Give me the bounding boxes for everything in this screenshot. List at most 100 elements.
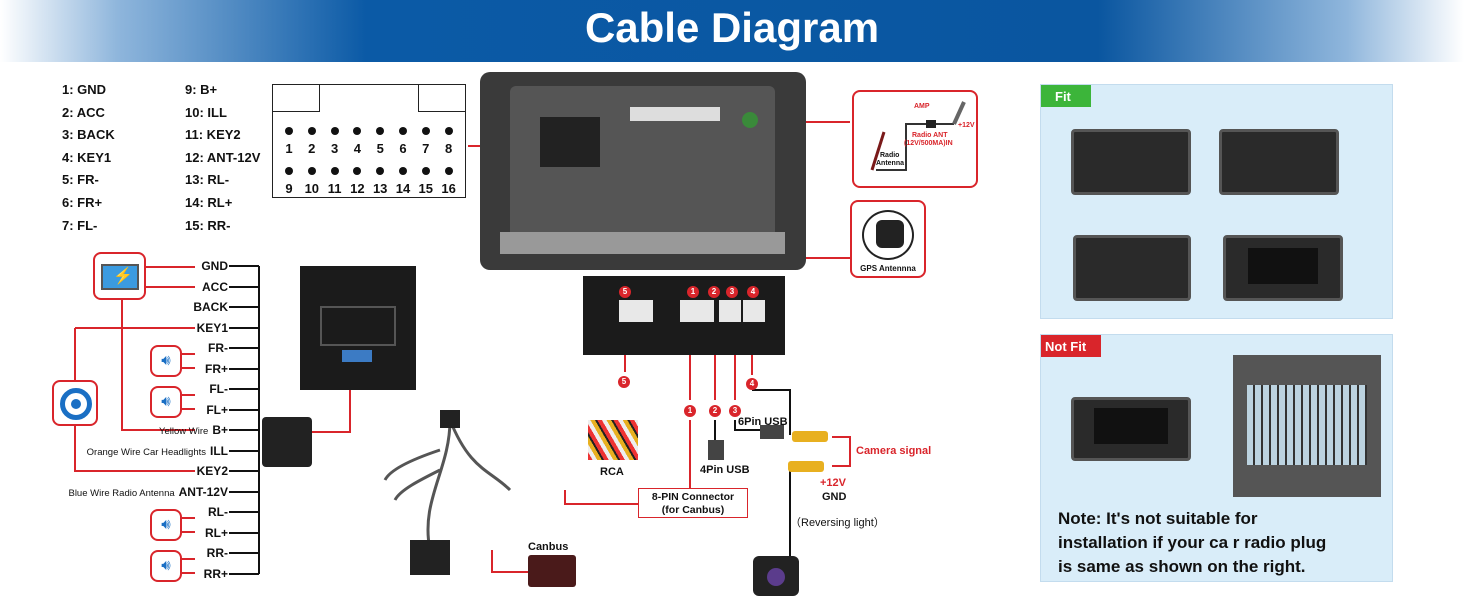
wire-row: FL+ — [60, 403, 228, 424]
wire-label: RL- — [208, 505, 228, 519]
unit-plug-photo: 5 1 2 3 4 — [583, 276, 785, 355]
wire-label: KEY1 — [196, 320, 228, 335]
connector-pin: 8 — [438, 127, 460, 156]
fit-badge: Fit — [1041, 85, 1091, 107]
plug-number: 1 — [687, 286, 699, 298]
rca-label: RCA — [600, 466, 624, 478]
connector-pin: 1 — [278, 127, 300, 156]
pin-number: 13 — [372, 181, 388, 196]
connector-pin: 9 — [278, 167, 300, 196]
amp-label: AMP — [914, 103, 930, 110]
wire-label: ACC — [202, 279, 228, 294]
wire-note: Yellow Wire — [159, 426, 209, 437]
connector-pin: 10 — [301, 167, 323, 196]
rca-yellow-female — [788, 461, 824, 472]
pin-label: 10: ILL — [185, 104, 227, 120]
wire-row: RR- — [60, 546, 228, 567]
usb4-image — [708, 440, 724, 460]
pin-label: 2: ACC — [62, 104, 105, 120]
not-fit-panel: Not Fit Note: It's not suitable for inst… — [1040, 334, 1393, 582]
canbus-box-image — [528, 555, 576, 587]
wire-label: RR+ — [203, 566, 228, 581]
usb6-image — [760, 425, 784, 439]
wire-label: FR- — [208, 341, 228, 355]
connector-pin: 6 — [392, 127, 414, 156]
pin-number: 11 — [327, 181, 342, 196]
wire-label: RR- — [206, 546, 228, 560]
pin-dot — [285, 127, 293, 135]
pin-label: 3: BACK — [62, 127, 115, 143]
pin-label: 9: B+ — [185, 82, 218, 97]
wire-label: RL+ — [204, 525, 228, 540]
wire-row: FR- — [60, 341, 228, 362]
usb6-number: 3 — [729, 405, 741, 417]
reversing-camera-image — [753, 556, 799, 596]
wire-row: RL- — [60, 505, 228, 526]
wire-label: GND — [201, 259, 228, 273]
connector-pin: 7 — [415, 127, 437, 156]
wire-row: FL- — [60, 382, 228, 403]
pin-number: 7 — [422, 141, 430, 156]
note-line: is same as shown on the right. — [1058, 557, 1306, 576]
harness-image — [380, 410, 520, 580]
8pin-label: 8-PIN Connector — [651, 491, 735, 503]
pin-dot — [285, 167, 293, 175]
pin-dot — [307, 127, 316, 135]
pin-number: 6 — [399, 141, 407, 156]
plug-number: 4 — [747, 286, 759, 298]
not-fit-radio-image — [1071, 397, 1191, 461]
page-title: Cable Diagram — [584, 4, 880, 51]
pin-label: 6: FR+ — [62, 194, 103, 210]
pin-dot — [421, 167, 430, 175]
pin-number: 4 — [353, 141, 361, 156]
fit-radio-image — [1071, 129, 1191, 195]
wire-row: RR+ — [60, 567, 228, 588]
wire-row: KEY1 — [60, 321, 228, 342]
head-unit-back-image — [480, 72, 806, 270]
not-fit-badge: Not Fit — [1041, 335, 1101, 357]
car-connector-photo — [300, 266, 416, 390]
radio-ant-label: Radio ANT — [912, 132, 948, 139]
wire-note: Blue Wire Radio Antenna — [68, 487, 175, 499]
pin-number: 2 — [308, 141, 316, 156]
pin-label: 5: FR- — [62, 172, 99, 188]
pin-dot — [376, 127, 385, 135]
battery-icon: ⚡ — [93, 252, 146, 300]
wire-row: RL+ — [60, 526, 228, 547]
speaker-icon: 🔊︎ — [150, 386, 182, 418]
connector-pin: 15 — [415, 167, 437, 196]
pin-number: 16 — [441, 181, 456, 196]
wire-row: KEY2 — [60, 464, 228, 485]
pin-number: 3 — [330, 141, 339, 156]
usb4-label: 4Pin USB — [700, 464, 750, 476]
harness-plug-image — [262, 417, 312, 467]
pin-number: 15 — [418, 181, 434, 196]
reversing-light-label: （Reversing light） — [790, 517, 885, 529]
rca-number: 5 — [618, 376, 630, 388]
wire-label: B+ — [212, 423, 228, 437]
pin-label: 12: ANT-12V — [185, 149, 261, 165]
wire-row: FR+ — [60, 362, 228, 383]
wire-row: GND — [60, 259, 228, 280]
gps-antenna-box: GPS Antennna — [850, 200, 926, 278]
note-line: Note: It's not suitable for — [1058, 509, 1258, 528]
rca-yellow-male — [792, 431, 828, 442]
fit-radio-image — [1073, 235, 1191, 301]
pin-label: 14: RL+ — [185, 194, 233, 210]
antenna-label: Antenna — [876, 160, 904, 167]
pin-label: 4: KEY1 — [62, 149, 112, 165]
usb4-number: 2 — [709, 405, 721, 417]
not-fit-plug-image — [1233, 355, 1381, 497]
pin-list-left: 1: GND 2: ACC 3: BACK 4: KEY1 5: FR- 6: … — [62, 82, 115, 240]
connector-pin: 3 — [324, 127, 346, 156]
camera-number: 4 — [746, 378, 758, 390]
connector-pin: 4 — [346, 127, 368, 156]
pin-dot — [398, 167, 407, 175]
pin-dot — [376, 167, 385, 175]
pin-label: 1: GND — [62, 82, 107, 97]
pin-number: 9 — [285, 181, 293, 196]
